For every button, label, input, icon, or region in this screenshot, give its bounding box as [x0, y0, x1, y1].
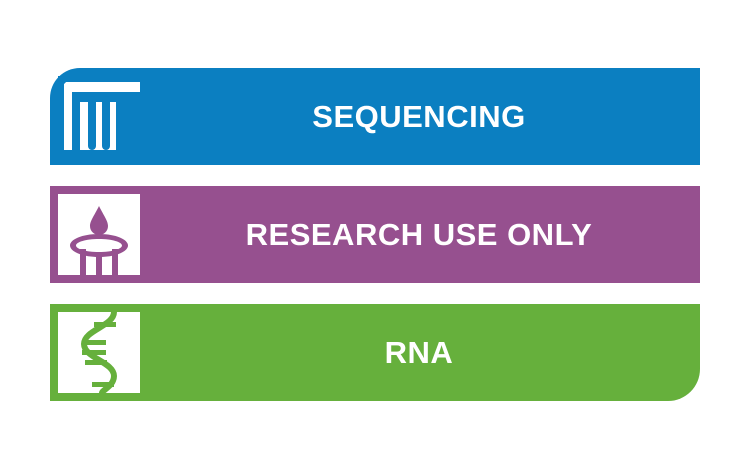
droplet-dish-icon: [58, 194, 140, 275]
badge-rna[interactable]: RNA: [50, 304, 700, 401]
badge-icon-slot-rna: [50, 304, 148, 401]
badge-label-sequencing: SEQUENCING: [312, 99, 526, 134]
badge-label-rna: RNA: [384, 335, 454, 370]
badge-label-slot-research-use-only: RESEARCH USE ONLY: [148, 186, 700, 283]
badge-icon-slot-research-use-only: [50, 186, 148, 283]
badge-label-slot-sequencing: SEQUENCING: [148, 68, 700, 165]
rna-strand-icon: [58, 312, 140, 393]
badge-icon-slot-sequencing: [50, 68, 148, 165]
sequencing-gel-icon: [58, 76, 140, 157]
badge-label-slot-rna: RNA: [148, 304, 700, 401]
badge-label-research-use-only: RESEARCH USE ONLY: [245, 217, 593, 252]
badge-sequencing[interactable]: SEQUENCING: [50, 68, 700, 165]
badge-research-use-only[interactable]: RESEARCH USE ONLY: [50, 186, 700, 283]
badge-stack: SEQUENCING: [50, 68, 700, 401]
